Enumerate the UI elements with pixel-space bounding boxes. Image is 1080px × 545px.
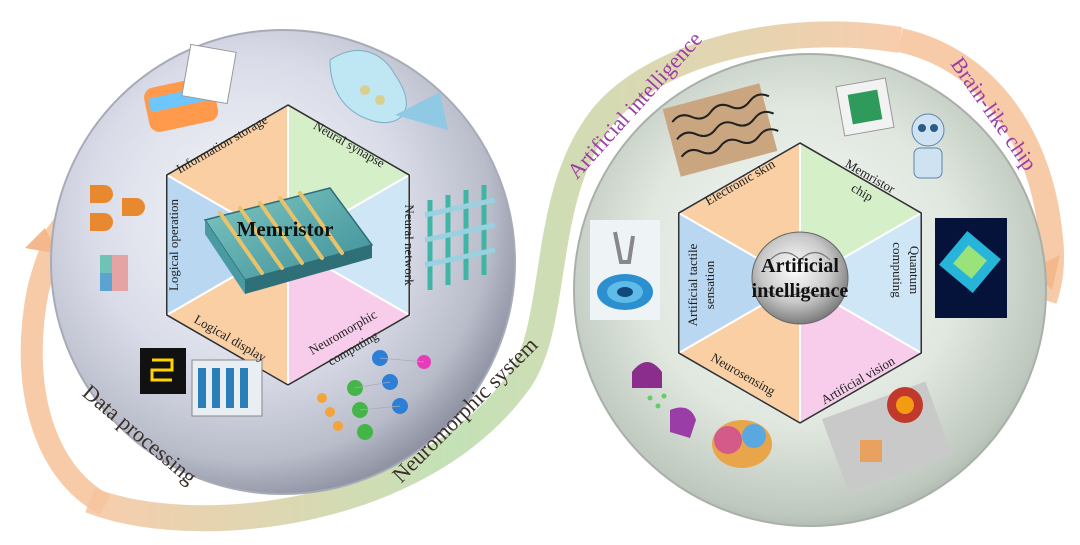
ai-center-label-1: Artificial: [761, 255, 839, 277]
ai-center-label-2: intelligence: [752, 280, 849, 302]
neural-synapse-image: [329, 50, 448, 130]
ai-seg-label-5a: Artificial tactile: [685, 243, 700, 326]
memristor-seg-label-5: Logical operation: [166, 198, 181, 291]
logical-display-image: [140, 348, 263, 417]
ai-seg-label-2b: computing: [890, 242, 905, 298]
artificial-vision-image: [821, 381, 953, 493]
memristor-hexagon-outline: [165, 104, 411, 386]
memristor-chip-robot-image: [835, 77, 945, 179]
neurosensing-image: [632, 362, 772, 468]
memristor-center-label: Memristor: [237, 217, 334, 241]
electronic-skin-image: [662, 83, 779, 177]
neural-network-grid-image: [424, 185, 496, 290]
logic-gates-image: [90, 185, 145, 291]
ai-seg-label-2a: Quantum: [907, 246, 922, 294]
quantum-computing-image: [935, 218, 1007, 318]
memristor-seg-label-2: Neural network: [402, 204, 417, 286]
ai-head-icon: [751, 231, 849, 325]
arrow-left-icon: [25, 228, 58, 254]
information-storage-image: [144, 43, 237, 132]
ai-circle: Artificial intelligence: [573, 53, 1047, 527]
memristor-circle: Memristor: [50, 29, 516, 495]
memristor-chip-icon: [203, 187, 374, 294]
tactile-sensation-image: [590, 220, 660, 320]
ai-hexagon-outline: [677, 142, 923, 424]
neuromorphic-network-image: [317, 350, 431, 440]
ai-seg-label-5b: sensation: [702, 260, 717, 309]
